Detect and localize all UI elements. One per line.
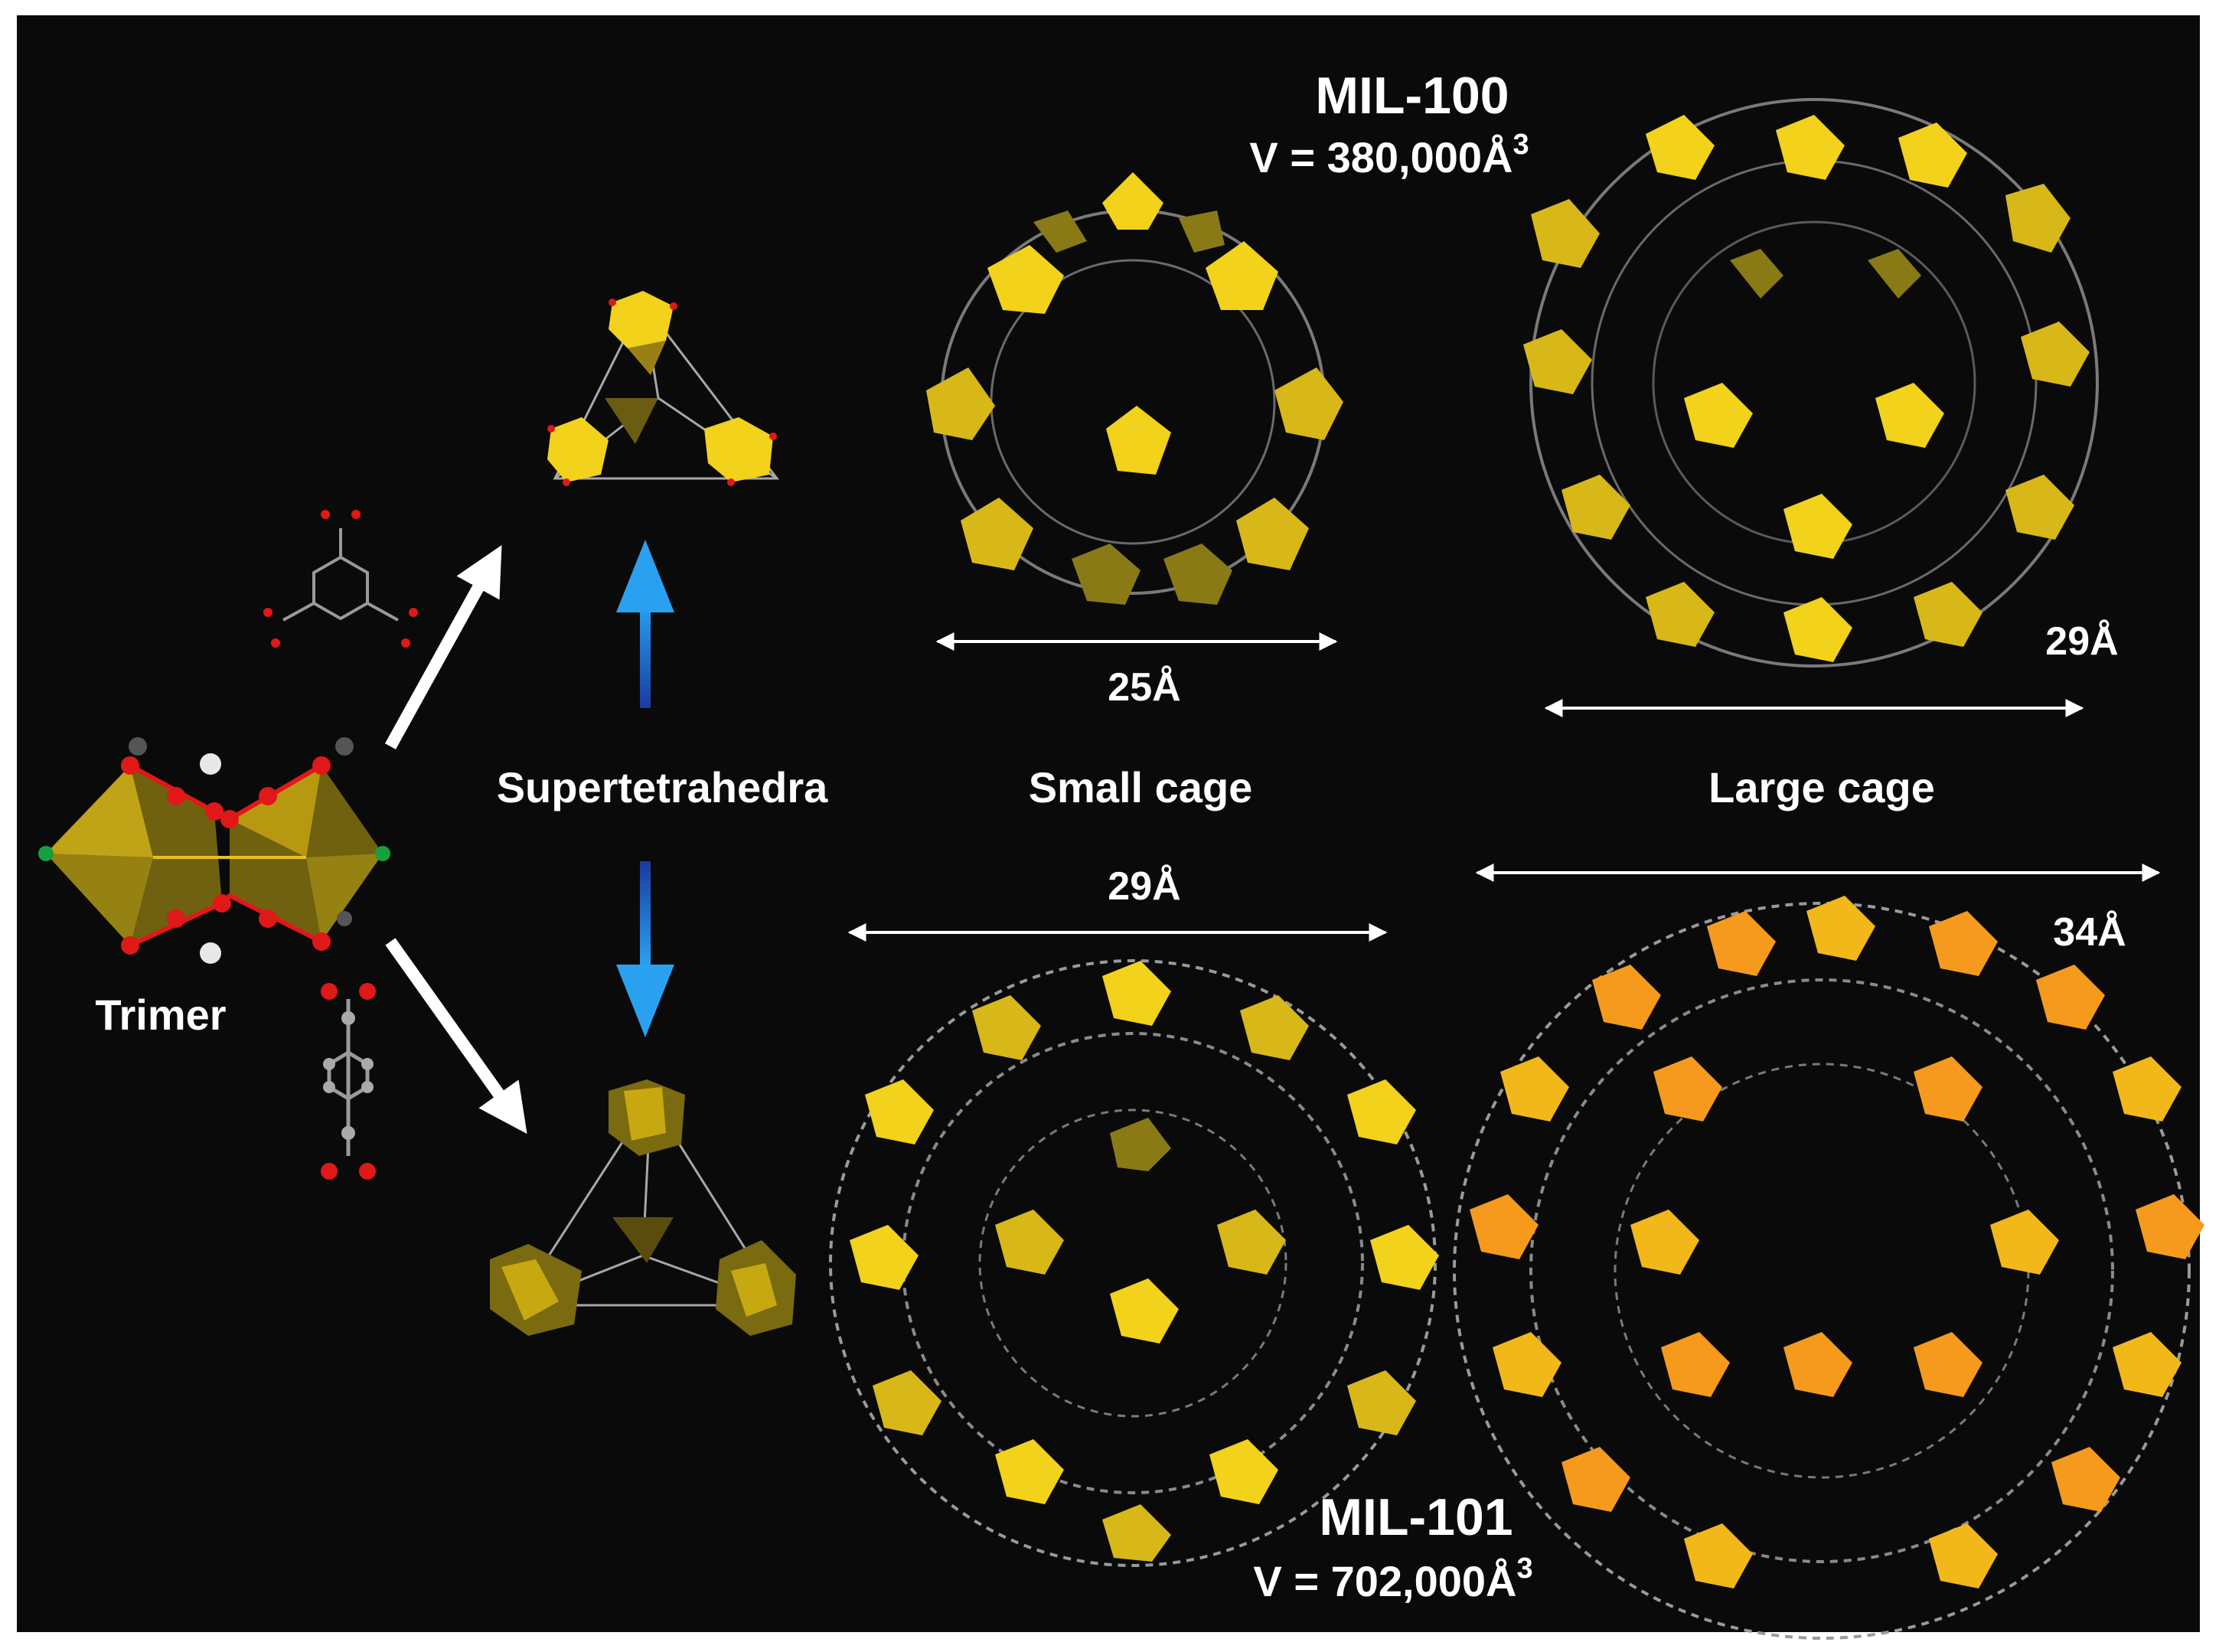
dimension-label-29a-mil101: 29Å <box>1108 864 1180 909</box>
blue-arrow-up <box>616 540 674 708</box>
white-arrow-down <box>385 938 527 1135</box>
mil101-title: MIL-101 <box>1319 1488 1513 1546</box>
trimer-label: Trimer <box>95 991 226 1039</box>
dimension-label-29a-mil100: 29Å <box>2045 619 2118 664</box>
large-cage-label: Large cage <box>1708 763 1935 811</box>
trimer-structure <box>38 737 390 964</box>
mil100-small-cage <box>926 172 1343 605</box>
mil101-large-cage <box>1453 896 2204 1640</box>
supertetrahedron-mil100 <box>547 291 780 486</box>
supertetrahedron-mil101 <box>490 1079 796 1336</box>
white-arrow-up <box>384 544 502 749</box>
mil101-volume: V = 702,000Å3 <box>1253 1552 1532 1605</box>
mil100-title: MIL-100 <box>1315 67 1509 125</box>
mil100-volume: V = 380,000Å3 <box>1249 129 1529 181</box>
btc-linker <box>263 510 418 648</box>
mil101-small-cage <box>829 959 1439 1567</box>
dimension-label-25a: 25Å <box>1108 665 1180 710</box>
mil100-large-cage <box>1523 98 2099 668</box>
dimension-label-34a: 34Å <box>2053 910 2126 955</box>
bdc-linker <box>321 983 376 1180</box>
blue-arrow-down <box>616 861 674 1037</box>
supertetrahedra-label: Supertetrahedra <box>497 763 828 811</box>
small-cage-label: Small cage <box>1029 763 1253 811</box>
